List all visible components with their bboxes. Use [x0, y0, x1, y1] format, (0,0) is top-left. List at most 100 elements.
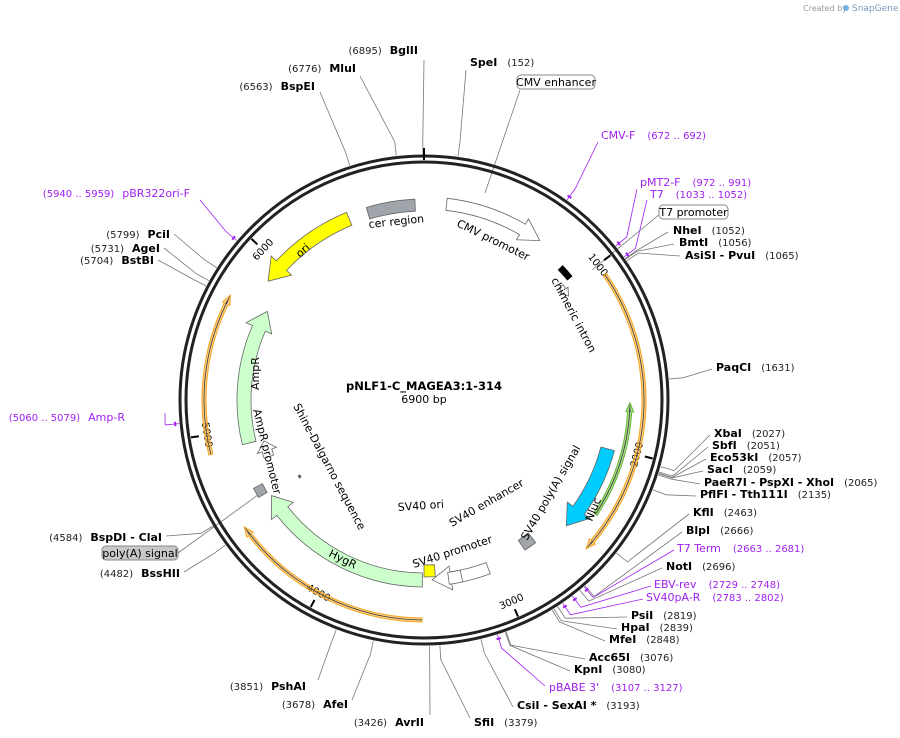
enzyme-site-nhei[interactable]: NheI(1052) — [673, 224, 745, 237]
feature-nluc[interactable] — [565, 446, 615, 527]
primer-cmv-f[interactable]: CMV-F(672 .. 692) — [601, 129, 706, 142]
enzyme-site-asisi[interactable]: AsiSI - PvuI(1065) — [685, 249, 799, 262]
enzyme-position: (3426) — [354, 718, 387, 729]
feature-sv40-enhancer[interactable] — [447, 569, 464, 585]
primer-range: (672 .. 692) — [647, 131, 706, 142]
leader-line — [163, 247, 210, 282]
feature-shine-dalgarno-sequence[interactable] — [297, 474, 302, 479]
leader-line — [199, 199, 237, 241]
enzyme-site-bstbi[interactable]: (5704)BstBI — [80, 254, 154, 267]
enzyme-site-sbfi[interactable]: SbfI(2051) — [712, 439, 780, 452]
enzyme-site-agei[interactable]: (5731)AgeI — [91, 242, 160, 255]
map-title: pNLF1-C_MAGEA3:1-314 — [346, 379, 502, 394]
enzyme-position: (2819) — [663, 611, 696, 622]
leader-line — [669, 368, 713, 380]
feature-segment[interactable] — [558, 284, 569, 297]
enzyme-site-bsshii[interactable]: (4482)BssHII — [100, 567, 180, 580]
tick-mark — [513, 608, 519, 617]
enzyme-site-mfei[interactable]: MfeI(2848) — [609, 633, 680, 646]
primer-ebv-rev[interactable]: EBV-rev(2729 .. 2748) — [654, 578, 780, 591]
enzyme-site-noti[interactable]: NotI(2696) — [666, 560, 735, 573]
primer-sv40pa-r[interactable]: SV40pA-R(2783 .. 2802) — [646, 591, 784, 604]
feature-sv40-ori[interactable] — [423, 564, 436, 578]
leader-line — [659, 446, 709, 477]
enzyme-site-sfii[interactable]: SfiI(3379) — [474, 716, 538, 729]
enzyme-site-bmti[interactable]: BmtI(1056) — [679, 236, 752, 249]
feature-label-cer-region: cer region — [368, 212, 425, 231]
enzyme-position: (152) — [507, 58, 534, 69]
enzyme-site-avrii[interactable]: (3426)AvrII — [354, 716, 424, 729]
primer-pmt2-f[interactable]: pMT2-F(972 .. 991) — [640, 176, 751, 189]
feature-ori[interactable] — [267, 211, 353, 282]
feature-hygr[interactable] — [270, 495, 423, 588]
enzyme-position: (3678) — [282, 700, 315, 711]
feature-cmv-promoter[interactable] — [445, 197, 541, 242]
feature-sv40-poly-a-signal[interactable] — [517, 532, 537, 551]
primer-range: (2783 .. 2802) — [712, 593, 784, 604]
feature-label-box[interactable] — [101, 545, 179, 561]
primer-pbabe-3-[interactable]: pBABE 3'(3107 .. 3127) — [549, 681, 683, 694]
enzyme-position: (6563) — [239, 82, 272, 93]
leader-line — [497, 634, 546, 687]
enzyme-site-blpi[interactable]: BlpI(2666) — [686, 524, 753, 537]
feature-ampr-promoter[interactable] — [256, 440, 278, 459]
enzyme-name: KpnI — [574, 663, 602, 676]
enzyme-position: (3379) — [504, 718, 537, 729]
enzyme-position: (3193) — [606, 701, 639, 712]
enzyme-site-spei[interactable]: SpeI(152) — [470, 56, 534, 69]
primer-range: (972 .. 991) — [693, 178, 752, 189]
enzyme-position: (2065) — [844, 478, 877, 489]
enzyme-position: (1065) — [765, 251, 798, 262]
enzyme-site-bspdi[interactable]: (4584)BspDI - ClaI — [49, 531, 162, 544]
leader-line — [572, 585, 652, 608]
orf-arc[interactable] — [585, 272, 647, 550]
enzyme-site-kpni[interactable]: KpnI(3080) — [574, 663, 646, 676]
leader-line — [658, 458, 707, 478]
enzyme-position: (5731) — [91, 244, 124, 255]
enzyme-position: (2848) — [646, 635, 679, 646]
feature-label-chimeric-intron: chimeric intron — [548, 275, 598, 354]
enzyme-site-paqci[interactable]: PaqCI(1631) — [716, 361, 795, 374]
enzyme-site-saci[interactable]: SacI(2059) — [707, 463, 776, 476]
leader-line — [626, 252, 681, 262]
enzyme-site-csii[interactable]: CsiI - SexAI *(3193) — [517, 699, 640, 712]
primer-pbr322ori-f[interactable]: (5940 .. 5959)pBR322ori-F — [43, 187, 190, 200]
enzyme-site-bspei[interactable]: (6563)BspEI — [239, 80, 315, 93]
primer-t7-term[interactable]: T7 Term(2663 .. 2681) — [676, 542, 804, 555]
enzyme-site-pcii[interactable]: (5799)PciI — [106, 228, 170, 241]
leader-line — [579, 567, 663, 602]
map-size: 6900 bp — [401, 393, 446, 406]
enzyme-position: (2135) — [798, 490, 831, 501]
enzyme-site-pflfi[interactable]: PflFI - Tth111I(2135) — [700, 488, 831, 501]
enzyme-site-pshai[interactable]: (3851)PshAI — [230, 680, 306, 693]
enzyme-site-mlui[interactable]: (6776)MluI — [288, 62, 356, 75]
primer-amp-r[interactable]: (5060 .. 5079)Amp-R — [9, 411, 126, 424]
primer-range: (3107 .. 3127) — [611, 683, 683, 694]
primer-name: pBR322ori-F — [122, 187, 190, 200]
feature-cer-region[interactable] — [365, 198, 416, 220]
feature-chimeric-intron[interactable] — [557, 265, 573, 281]
feature-ampr[interactable] — [236, 310, 273, 446]
enzyme-site-hpai[interactable]: HpaI(2839) — [621, 621, 693, 634]
primer-t7[interactable]: T7(1033 .. 1052) — [649, 188, 747, 201]
enzyme-name: KflI — [693, 506, 714, 519]
leader-line — [319, 91, 351, 166]
enzyme-site-acc65i[interactable]: Acc65I(3076) — [589, 651, 673, 664]
enzyme-position: (2463) — [724, 508, 757, 519]
enzyme-site-psii[interactable]: PsiI(2819) — [631, 609, 697, 622]
enzyme-site-afei[interactable]: (3678)AfeI — [282, 698, 348, 711]
feature-label-box[interactable] — [516, 74, 596, 90]
enzyme-site-paer7i[interactable]: PaeR7I - PspXI - XhoI(2065) — [704, 476, 878, 489]
enzyme-site-eco53ki[interactable]: Eco53kI(2057) — [710, 451, 802, 464]
enzyme-site-xbai[interactable]: XbaI(2027) — [714, 427, 785, 440]
enzyme-name: BssHII — [141, 567, 180, 580]
enzyme-site-bglii[interactable]: (6895)BglII — [349, 44, 418, 57]
enzyme-site-kfli[interactable]: KflI (2463) — [693, 506, 757, 519]
feature-label-box[interactable] — [658, 204, 729, 220]
feature-label-poly-a-signal: poly(A) signal — [102, 547, 177, 560]
orf-arc[interactable] — [243, 525, 423, 623]
feature-segment[interactable] — [252, 483, 268, 499]
leader-line — [566, 141, 599, 201]
enzyme-name: SacI — [707, 463, 733, 476]
